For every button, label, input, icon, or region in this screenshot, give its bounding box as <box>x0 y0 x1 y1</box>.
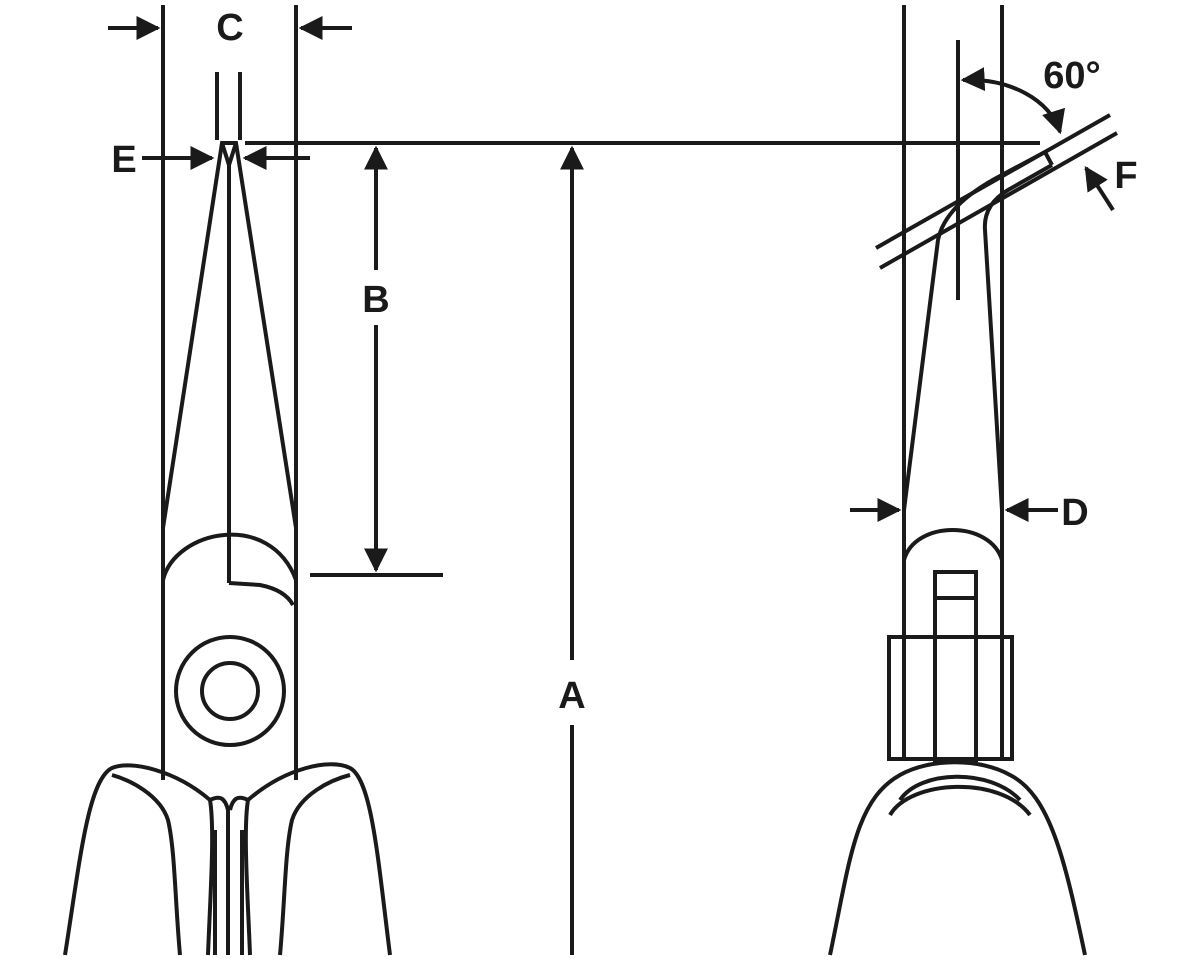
label-c: C <box>216 7 243 49</box>
side-handle-ridge-2 <box>898 774 1022 802</box>
front-view: C E <box>63 5 392 956</box>
jaw-outline <box>161 141 298 529</box>
jaw-tip <box>220 142 238 172</box>
side-handle-outer <box>828 760 1087 956</box>
side-joint-arc <box>902 528 1004 561</box>
right-handle-outer <box>243 762 392 956</box>
spring-right <box>228 795 249 811</box>
label-angle: 60° <box>1043 55 1100 97</box>
side-pivot-housing <box>887 635 1014 761</box>
side-jaw-left <box>902 150 1046 511</box>
right-handle-inner <box>278 773 351 956</box>
side-jaw-right <box>982 163 1053 511</box>
tip-incline-lower <box>879 131 1118 270</box>
pivot-inner <box>200 661 260 721</box>
angle-arc <box>960 67 1065 135</box>
dimension-lines: B A <box>245 141 1040 955</box>
label-d: D <box>1061 492 1088 534</box>
spring-left <box>209 795 230 955</box>
label-a: A <box>558 675 585 717</box>
label-e: E <box>111 139 136 181</box>
side-pivot-post <box>933 570 978 762</box>
label-f: F <box>1114 155 1137 197</box>
side-handle-ridge <box>888 784 1032 817</box>
left-handle-inner <box>111 773 182 956</box>
joint-notch <box>228 581 295 607</box>
joint-arc <box>161 532 298 581</box>
side-jaw-tip <box>1043 151 1054 166</box>
side-view: D F 60° <box>828 5 1138 956</box>
label-b: B <box>362 279 389 321</box>
f-arrow <box>1084 165 1115 212</box>
pivot-outer <box>174 635 286 747</box>
left-handle-outer <box>63 763 215 956</box>
